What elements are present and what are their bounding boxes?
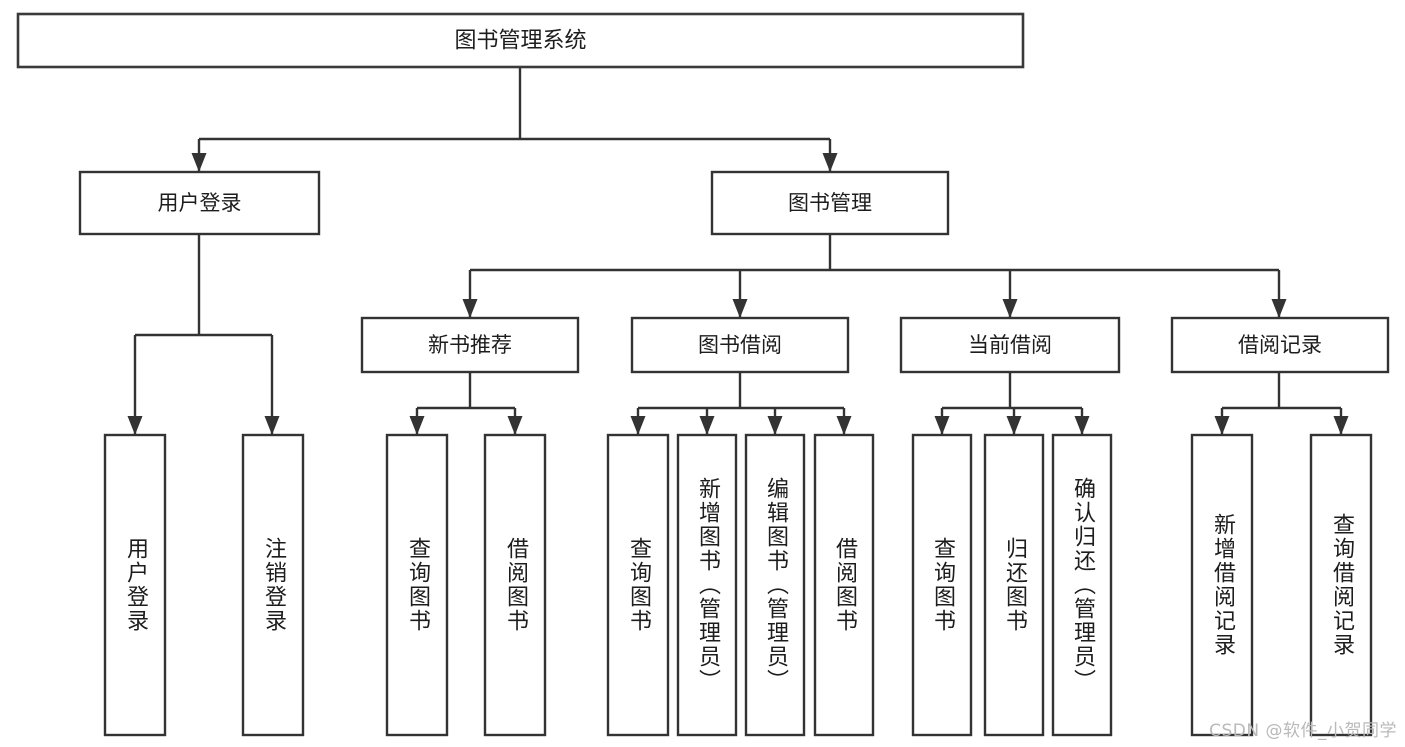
- arrow-head-icon-g1-3: [836, 416, 852, 435]
- node-leaf-6[interactable]: [744, 433, 806, 737]
- arrow-head-icon-g1-2: [767, 416, 783, 435]
- node-level3-label-3: 借阅记录: [1238, 333, 1322, 357]
- node-leaf-1[interactable]: [241, 433, 305, 737]
- node-level2-label-1: 图书管理: [788, 191, 872, 215]
- arrow-head-icon-l2-0: [191, 153, 207, 172]
- arrow-head-icon-l3-0: [462, 299, 478, 318]
- arrow-head-icon-g3-0: [1214, 416, 1230, 435]
- node-leaf-3[interactable]: [483, 433, 547, 737]
- arrow-head-icon-l3-3: [1271, 299, 1287, 318]
- node-leaf-2[interactable]: [385, 433, 449, 737]
- node-level3-label-1: 图书借阅: [698, 333, 782, 357]
- node-leaf-9[interactable]: [983, 433, 1045, 737]
- node-level3-0[interactable]: [360, 316, 580, 374]
- node-leaf-10[interactable]: [1051, 433, 1113, 737]
- arrow-head-icon-g1-1: [699, 416, 715, 435]
- arrow-head-icon-g2-0: [934, 416, 950, 435]
- node-level3-label-2: 当前借阅: [968, 333, 1052, 357]
- node-level3-3[interactable]: [1170, 316, 1390, 374]
- arrow-head-icon-g0-0: [409, 416, 425, 435]
- arrow-head-icon-l3-1: [732, 299, 748, 318]
- node-level3-label-0: 新书推荐: [428, 333, 512, 357]
- node-level2-1[interactable]: [710, 170, 950, 236]
- node-leaf-4[interactable]: [606, 433, 670, 737]
- arrow-head-icon-l2-1: [822, 153, 838, 172]
- node-root[interactable]: [16, 12, 1025, 69]
- arrow-head-icon-login-1: [264, 416, 280, 435]
- node-level2-label-0: 用户登录: [158, 191, 242, 215]
- node-leaf-8[interactable]: [911, 433, 973, 737]
- arrow-head-icon-g0-1: [507, 416, 523, 435]
- arrow-head-icon-g2-1: [1006, 416, 1022, 435]
- node-box-layer: [16, 12, 1390, 737]
- arrow-head-icon-l3-2: [1002, 299, 1018, 318]
- node-leaf-0[interactable]: [103, 433, 167, 737]
- node-level3-2[interactable]: [899, 316, 1121, 374]
- arrow-head-icon-g2-2: [1074, 416, 1090, 435]
- node-leaf-5[interactable]: [676, 433, 738, 737]
- node-root-label: 图书管理系统: [454, 29, 586, 54]
- arrow-head-icon-login-0: [127, 416, 143, 435]
- node-leaf-12[interactable]: [1309, 433, 1373, 737]
- node-level3-1[interactable]: [630, 316, 850, 374]
- connector-layer: [127, 67, 1349, 435]
- arrow-head-icon-g3-1: [1333, 416, 1349, 435]
- node-leaf-7[interactable]: [813, 433, 875, 737]
- node-level2-0[interactable]: [78, 170, 321, 236]
- node-leaf-11[interactable]: [1190, 433, 1254, 737]
- arrow-head-icon-g1-0: [630, 416, 646, 435]
